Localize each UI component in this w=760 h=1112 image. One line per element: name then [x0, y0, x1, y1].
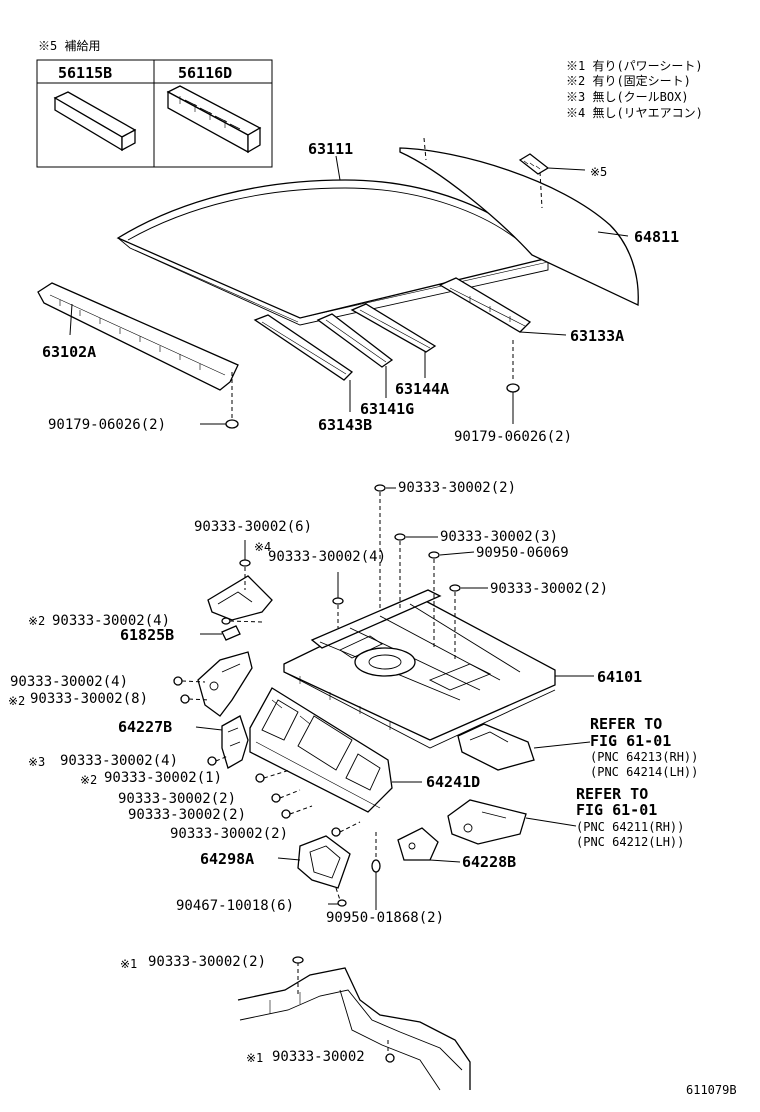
supply-part-56115b-drawing	[53, 91, 137, 152]
label-hw-8: 90333-30002(8)	[30, 691, 148, 707]
roof-panel-drawing	[116, 179, 550, 326]
label-hw-2b: 90333-30002(2)	[128, 807, 246, 823]
label-mark2b: ※2	[8, 694, 25, 708]
refer1-title: REFER TO	[590, 715, 662, 733]
label-64298a: 64298A	[200, 850, 254, 868]
label-64241d: 64241D	[426, 773, 480, 791]
label-bow-63143b: 63143B	[318, 416, 372, 434]
roof-leaders	[69, 155, 629, 425]
refer1-rh: (PNC 64213(RH))	[590, 750, 698, 764]
label-hw-4a: 90333-30002(4)	[268, 549, 386, 565]
bracket-64228b-drawing	[397, 827, 439, 861]
label-hw-069: 90950-06069	[476, 545, 569, 561]
label-hw-end: 90333-30002	[272, 1049, 365, 1065]
label-hw-4c: 90333-30002(4)	[10, 674, 128, 690]
label-mark3: ※3	[28, 755, 45, 769]
bracket-left-drawing	[197, 651, 253, 717]
label-hw-1: 90333-30002(1)	[104, 770, 222, 786]
cover-64298a-drawing	[297, 835, 351, 907]
label-mark4: ※4	[254, 540, 271, 554]
clip-90950-01868-drawing	[371, 832, 381, 873]
label-roof-63111: 63111	[308, 140, 353, 158]
floor-leaders	[195, 487, 594, 910]
label-rear-header-63133a: 63133A	[570, 327, 624, 345]
front-header-drawing	[37, 282, 239, 429]
label-back-glass-64811: 64811	[634, 228, 679, 246]
supply-parts-box: ※5 補給用 56115B 56116D	[36, 39, 273, 168]
label-mark2c: ※2	[80, 773, 97, 787]
label-hw-3: 90333-30002(3)	[440, 529, 558, 545]
rear-floor-pan-drawing	[283, 589, 556, 749]
legend-item-3: ※3 無し(クールBOX)	[566, 89, 689, 104]
roof-bows-drawing	[253, 277, 532, 393]
label-hw-467: 90467-10018(6)	[176, 898, 294, 914]
mark5-bracket-drawing	[518, 153, 586, 175]
label-clip-left: 90179-06026(2)	[48, 417, 166, 433]
label-hw-4b: 90333-30002(4)	[52, 613, 170, 629]
bracket-right-lower-drawing	[447, 799, 527, 845]
label-mark2a: ※2	[28, 614, 45, 628]
supply-part-56115b: 56115B	[58, 64, 112, 82]
bracket-61825b-drawing	[207, 575, 273, 641]
label-hw-2a: 90333-30002(2)	[118, 791, 236, 807]
back-glass-drawing	[399, 137, 639, 306]
label-mark5: ※5	[590, 165, 607, 179]
label-64227b: 64227B	[118, 718, 172, 736]
label-64101: 64101	[597, 668, 642, 686]
supply-part-56116d: 56116D	[178, 64, 232, 82]
bracket-right-upper-drawing	[457, 723, 535, 771]
label-mark1a: ※1	[120, 957, 137, 971]
label-hw-2d: 90333-30002(2)	[148, 954, 266, 970]
label-hw-4d: 90333-30002(4)	[60, 753, 178, 769]
label-front-header-63102a: 63102A	[42, 343, 96, 361]
refer2-rh: (PNC 64211(RH))	[576, 820, 684, 834]
supply-box-title: ※5 補給用	[38, 39, 100, 53]
bracket-64227b-drawing	[221, 715, 249, 769]
label-hw-868: 90950-01868(2)	[326, 910, 444, 926]
supply-part-56116d-drawing	[166, 85, 262, 154]
label-bow-63144a: 63144A	[395, 380, 449, 398]
refer2-title: REFER TO	[576, 785, 648, 803]
legend-item-4: ※4 無し(リヤエアコン)	[566, 105, 703, 120]
label-bow-63141g: 63141G	[360, 400, 414, 418]
label-hw-top: 90333-30002(2)	[398, 480, 516, 496]
legend-item-2: ※2 有り(固定シート)	[566, 73, 691, 88]
refer2-lh: (PNC 64212(LH))	[576, 835, 684, 849]
label-64228b: 64228B	[462, 853, 516, 871]
legend-item-1: ※1 有り(パワーシート)	[566, 59, 703, 73]
label-clip-right: 90179-06026(2)	[454, 429, 572, 445]
figure-code: 611079B	[686, 1083, 737, 1097]
refer1-lh: (PNC 64214(LH))	[590, 765, 698, 779]
label-hw-6: 90333-30002(6)	[194, 519, 312, 535]
refer1-fig: FIG 61-01	[590, 732, 671, 750]
label-mark1b: ※1	[246, 1051, 263, 1065]
fasteners	[173, 484, 461, 837]
legend: ※1 有り(パワーシート) ※2 有り(固定シート) ※3 無し(クールBOX)…	[566, 59, 703, 120]
rear-panel-64241d-drawing	[249, 687, 393, 813]
label-61825b: 61825B	[120, 626, 174, 644]
label-hw-2r: 90333-30002(2)	[490, 581, 608, 597]
label-hw-2c: 90333-30002(2)	[170, 826, 288, 842]
refer2-fig: FIG 61-01	[576, 801, 657, 819]
seat-rail-drawing	[237, 956, 471, 1091]
